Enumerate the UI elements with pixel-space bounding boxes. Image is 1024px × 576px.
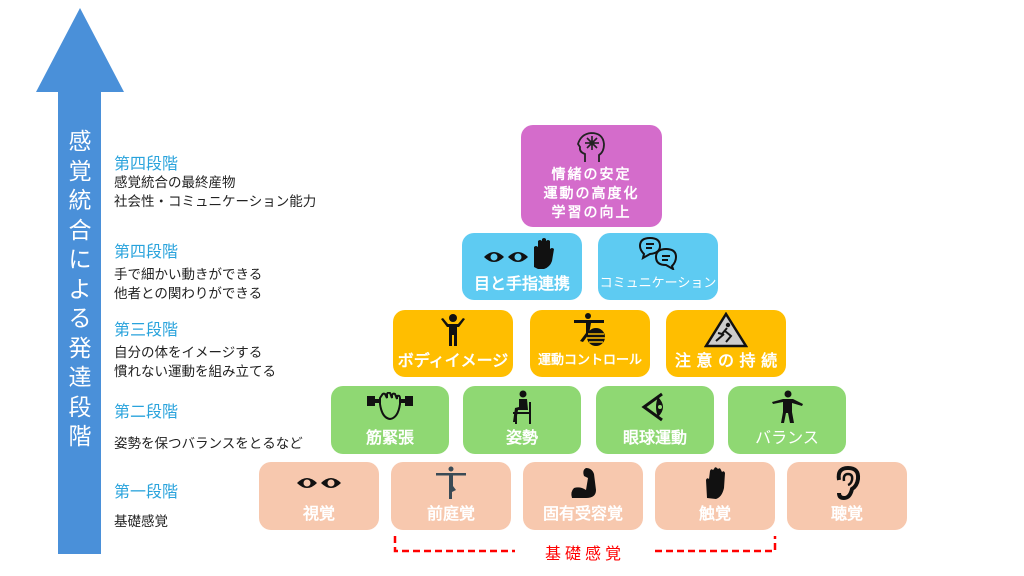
pyramid-top-box: 情緒の安定 運動の高度化 学習の向上 [521, 125, 662, 227]
arrow-char: よ [68, 276, 92, 303]
stage-4a: 第四段階 感覚統合の最終産物 社会性・コミュニケーション能力 [114, 154, 316, 212]
stage-desc: 基礎感覚 [114, 514, 168, 530]
chat-bubbles-icon [638, 236, 678, 270]
stage-title: 第三段階 [114, 320, 179, 339]
box-eye-hand: 目と手指連携 [462, 233, 582, 300]
arrow-char: 段 [68, 394, 92, 421]
eye-sight-icon [640, 390, 670, 424]
foundation-bracket [393, 536, 777, 553]
arrow-char: に [68, 247, 92, 273]
brain-head-icon [575, 130, 609, 164]
arrow-label: 感 覚 統 合 に よ る 発 達 段 階 [58, 128, 102, 453]
box-label: 姿勢 [505, 428, 538, 447]
box-label: 触覚 [698, 504, 731, 523]
stage-desc: 感覚統合の最終産物 [114, 175, 236, 191]
stage-1: 第一段階 基礎感覚 [114, 482, 178, 532]
box-proprioception: 固有受容覚 [523, 462, 643, 530]
stage-desc: 他者との関わりができる [114, 286, 263, 302]
foundation-label: 基礎感覚 [544, 544, 625, 563]
box-label: 目と手指連携 [473, 274, 570, 293]
dumbbell-grip-icon [366, 390, 414, 424]
box-body-image: ボディイメージ [393, 310, 513, 377]
box-label: 視覚 [302, 504, 335, 523]
box-attention: 注 意 の 持 続 [666, 310, 786, 377]
eyes-hand-icon [482, 236, 562, 270]
box-touch: 触覚 [655, 462, 775, 530]
stage-title: 第四段階 [114, 154, 179, 173]
arrow-char: 覚 [68, 158, 92, 185]
top-line: 情緒の安定 [551, 167, 632, 183]
stage-2: 第二段階 姿勢を保つバランスをとるなど [114, 402, 303, 454]
balance-person-icon [770, 390, 804, 424]
box-label: ボディイメージ [397, 351, 509, 370]
top-line: 学習の向上 [551, 205, 632, 221]
box-communication: コミュニケーション [598, 233, 718, 300]
sitting-person-icon [507, 390, 537, 424]
box-label: 注 意 の 持 続 [674, 351, 778, 370]
stage-desc: 姿勢を保つバランスをとるなど [114, 436, 303, 452]
stage-desc: 慣れない運動を組み立てる [114, 364, 276, 380]
one-leg-balance-icon [434, 466, 468, 500]
arrow-char: 合 [68, 217, 92, 244]
box-label: 運動コントロール [537, 353, 642, 368]
eyes-icon [296, 466, 342, 500]
warning-slip-icon [704, 312, 748, 348]
box-label: 筋緊張 [365, 428, 414, 447]
box-muscle-tone: 筋緊張 [331, 386, 449, 454]
box-label: 眼球運動 [622, 428, 687, 447]
stage-3: 第三段階 自分の体をイメージする 慣れない運動を組み立てる [114, 320, 276, 382]
stage-4b: 第四段階 手で細かい動きができる 他者との関わりができる [114, 242, 262, 304]
stage-title: 第四段階 [114, 242, 179, 261]
stage-desc: 自分の体をイメージする [114, 345, 263, 361]
box-label: 固有受容覚 [542, 504, 623, 523]
box-vision: 視覚 [259, 462, 379, 530]
box-label: コミュニケーション [599, 276, 717, 291]
development-arrow [36, 8, 124, 554]
box-posture: 姿勢 [463, 386, 581, 454]
hand-icon [702, 466, 728, 500]
box-balance: バランス [728, 386, 846, 454]
box-hearing: 聴覚 [787, 462, 907, 530]
box-label: 聴覚 [830, 504, 863, 523]
stage-title: 第二段階 [114, 402, 179, 421]
arrow-char: る [68, 306, 92, 332]
stage-desc: 手で細かい動きができる [114, 267, 263, 283]
muscle-arm-icon [568, 466, 598, 500]
stage-title: 第一段階 [114, 482, 179, 501]
box-label: バランス [755, 428, 819, 447]
ear-icon [833, 466, 861, 500]
top-line: 運動の高度化 [543, 186, 640, 202]
person-arms-up-icon [438, 313, 468, 347]
balance-ball-icon [572, 313, 608, 347]
box-vestibular: 前庭覚 [391, 462, 511, 530]
arrow-char: 達 [68, 365, 92, 391]
box-label: 前庭覚 [426, 504, 475, 523]
arrow-char: 統 [68, 188, 92, 214]
box-eye-movement: 眼球運動 [596, 386, 714, 454]
arrow-char: 感 [68, 129, 92, 155]
arrow-char: 階 [68, 424, 92, 450]
arrow-char: 発 [68, 335, 92, 362]
box-motor-control: 運動コントロール [530, 310, 650, 377]
stage-desc: 社会性・コミュニケーション能力 [114, 194, 317, 210]
